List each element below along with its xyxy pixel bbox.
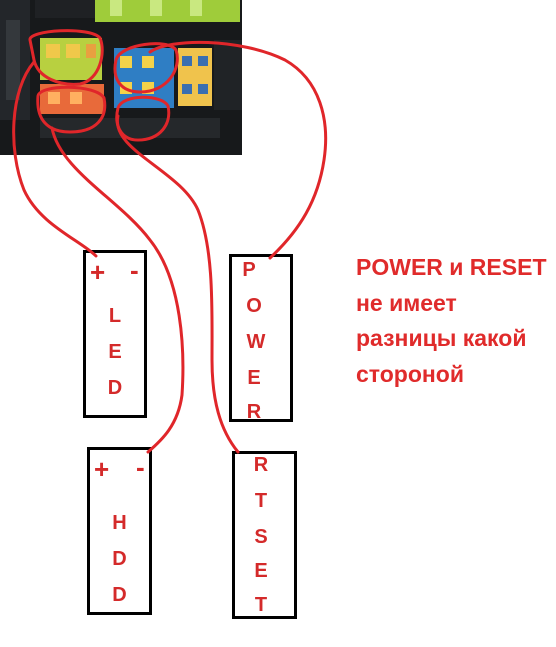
explanation-note: POWER и RESET не имеет разницы какой сто…: [356, 250, 556, 393]
hdd-connector-box: + - H D D: [87, 447, 152, 615]
hdd-letter: D: [112, 548, 127, 570]
note-line: POWER и RESET: [356, 254, 547, 280]
led-connector-box: + - L E D: [83, 250, 147, 418]
power-letter: P: [242, 259, 256, 281]
led-letter: D: [107, 377, 123, 399]
reset-letter: S: [254, 526, 268, 548]
note-line: стороной: [356, 360, 464, 387]
power-connector-box: P O W E R: [229, 254, 293, 423]
power-letter: W: [246, 331, 266, 353]
led-letter: E: [108, 341, 122, 363]
hdd-letter: D: [112, 584, 127, 606]
led-minus-sign: -: [130, 255, 139, 285]
motherboard-header-illustration: [0, 0, 242, 155]
hdd-letter: H: [112, 512, 127, 534]
reset-letter: R: [253, 454, 269, 476]
power-letter: O: [246, 295, 262, 317]
led-plus-sign: +: [90, 257, 106, 287]
note-line: не имеет: [356, 289, 457, 316]
hdd-minus-sign: -: [136, 452, 145, 482]
led-letter: L: [108, 305, 122, 327]
hdd-plus-sign: +: [94, 454, 110, 484]
power-letter: E: [247, 367, 261, 389]
reset-letter: E: [254, 560, 268, 582]
motherboard-header-photo: [0, 0, 242, 155]
reset-connector-box: R T S E T: [232, 451, 297, 619]
reset-letter: T: [254, 490, 268, 512]
reset-letter: T: [254, 594, 268, 616]
power-letter: R: [246, 401, 262, 423]
note-line: разницы какой: [356, 325, 527, 352]
